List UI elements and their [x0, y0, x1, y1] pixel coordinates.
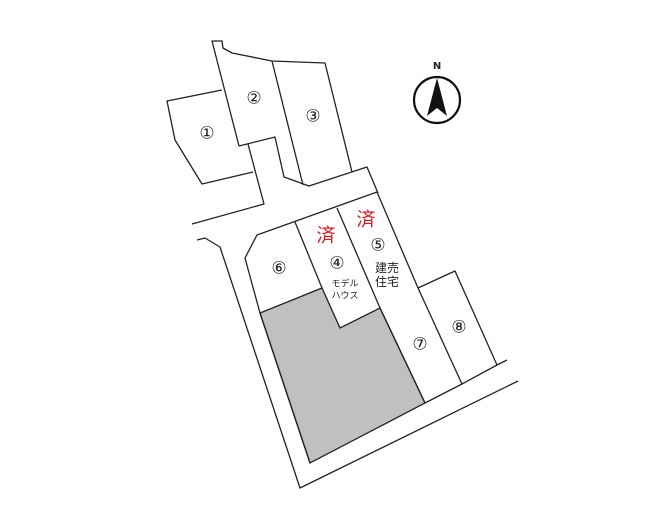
- lot-2-boundary: [211, 40, 353, 173]
- lot-2-label: ②: [246, 88, 262, 109]
- lot-1-boundary: [166, 89, 254, 185]
- lot-7-left: [379, 307, 426, 404]
- road-edge-inner: [496, 359, 508, 366]
- lot-5-sold-mark: 済: [356, 208, 376, 231]
- lot-5-note-line1: 建売: [374, 261, 400, 275]
- lot-2-3-divider: [271, 60, 304, 186]
- lot-4-6-divider: [294, 221, 323, 289]
- lot-4-sold-mark: 済: [316, 224, 336, 247]
- lot-6-label: ⑥: [271, 258, 287, 279]
- road-edge-outer: [196, 237, 519, 489]
- lot-8-label: ⑧: [451, 317, 467, 338]
- lot-4-5-divider: [336, 207, 381, 309]
- compass-label: N: [432, 61, 442, 72]
- lot-5-note-line2: 住宅: [374, 275, 400, 289]
- lot-5-label: ⑤: [370, 235, 386, 256]
- lot-4-label: ④: [329, 253, 345, 274]
- road-edge-left-upper: [191, 143, 265, 225]
- lot-6-boundary: [244, 191, 378, 464]
- lot-2-bottom: [238, 136, 379, 194]
- north-arrow-icon: [412, 75, 462, 125]
- shaded-area: [259, 287, 426, 464]
- lot-7-label: ⑦: [412, 334, 428, 355]
- lot-3-label: ③: [305, 106, 321, 127]
- lot-4-note-line2: ハウス: [331, 291, 359, 302]
- lot-1-label: ①: [199, 123, 215, 144]
- lot-4-note-line1: モデル: [331, 279, 359, 290]
